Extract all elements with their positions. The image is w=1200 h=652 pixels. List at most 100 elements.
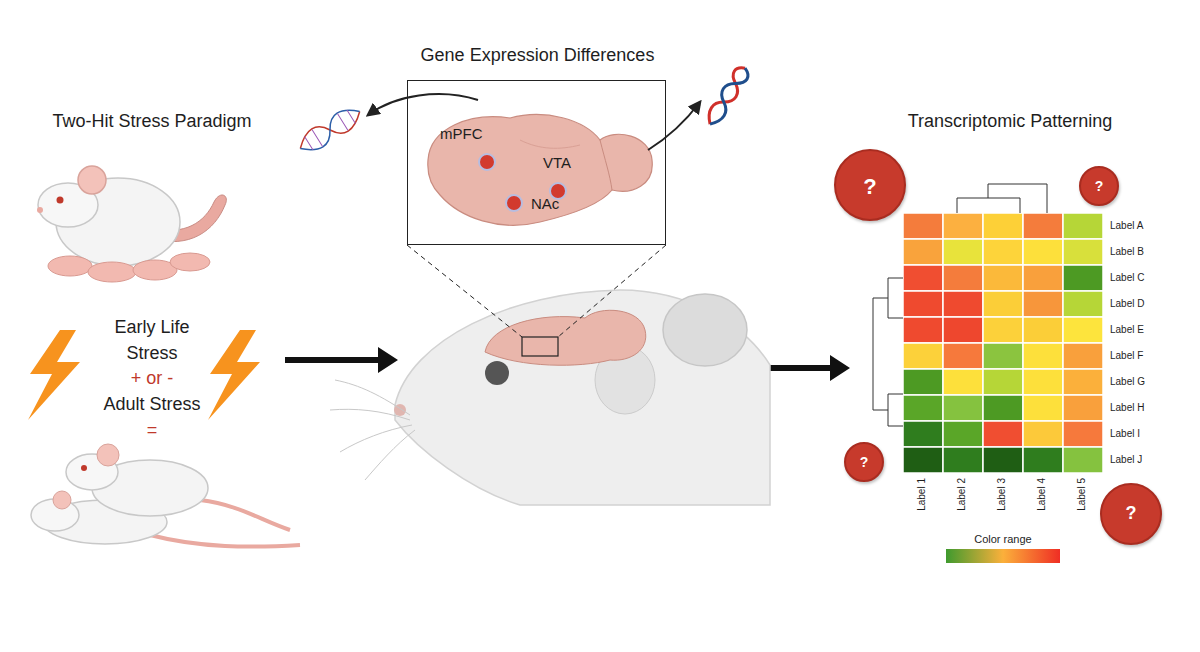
pup (88, 262, 136, 282)
column-label: Label 2 (956, 478, 968, 511)
heatmap-cell (903, 239, 943, 265)
question-mark: ? (836, 174, 904, 200)
heatmap-cell (983, 369, 1023, 395)
question-mark: ? (1102, 503, 1160, 524)
panel-title: Two-Hit Stress Paradigm (2, 110, 302, 132)
panel-title: Transcriptomic Patterning (860, 110, 1160, 132)
heatmap-cell (943, 291, 983, 317)
heatmap-cell (903, 213, 943, 239)
gradient-bar (946, 549, 1060, 563)
question-circle: ? (1079, 166, 1119, 206)
heatmap-cell (1023, 265, 1063, 291)
heatmap-cell (1063, 395, 1103, 421)
heatmap-cell (1063, 343, 1103, 369)
row-label: Label A (1110, 220, 1170, 232)
heatmap-cell (943, 369, 983, 395)
brain-region: NAc (505, 194, 523, 212)
row-label: Label J (1110, 454, 1170, 466)
heatmap-cell (943, 265, 983, 291)
rat-ear (97, 444, 119, 466)
whiskers (330, 380, 415, 480)
rat-ear (53, 491, 71, 509)
column-label: Label 4 (1036, 478, 1048, 511)
heatmap-cell (983, 213, 1023, 239)
heatmap-cell (1063, 239, 1103, 265)
stress-label: Adult Stress (72, 393, 232, 415)
heatmap-cell (1023, 369, 1063, 395)
fighting-rats (31, 444, 300, 547)
heatmap-cell (983, 239, 1023, 265)
heatmap-cell (1063, 291, 1103, 317)
heatmap-cell (1023, 291, 1063, 317)
heatmap-cell (983, 395, 1023, 421)
heatmap-cell (1023, 447, 1063, 473)
dna-icon (295, 103, 365, 158)
legend-text: Color range (940, 532, 1066, 546)
heatmap-cell (1023, 317, 1063, 343)
heatmap-cell (1023, 421, 1063, 447)
pup (170, 253, 210, 271)
flow-arrow (285, 347, 398, 373)
rat-nose (37, 207, 43, 213)
heatmap-cell (903, 369, 943, 395)
lightning-bolt (208, 330, 260, 420)
column-label: Label 3 (996, 478, 1008, 511)
zoom-region (522, 337, 558, 356)
question-circle: ? (834, 149, 906, 221)
question-mark: ? (1081, 178, 1117, 194)
heatmap-cell (983, 291, 1023, 317)
row-label: Label E (1110, 324, 1170, 336)
dna-icon (704, 64, 752, 128)
dna-strand (704, 64, 752, 128)
column-label: Label 1 (916, 478, 928, 511)
question-mark: ? (846, 454, 882, 470)
mouse-brain (485, 310, 646, 365)
heatmap-cell (1023, 239, 1063, 265)
row-label: Label B (1110, 246, 1170, 258)
row-label: Label C (1110, 272, 1170, 284)
question-circle: ? (1100, 483, 1162, 545)
heatmap-cell (1023, 213, 1063, 239)
question-circle: ? (844, 442, 884, 482)
brain-section (428, 114, 652, 225)
mouse-ear (663, 294, 747, 366)
heatmap-cell (1063, 317, 1103, 343)
heatmap-cell (943, 421, 983, 447)
row-label: Label I (1110, 428, 1170, 440)
heatmap-cell (943, 447, 983, 473)
heatmap-cell (943, 317, 983, 343)
head-outline (395, 290, 770, 505)
mouse-eye (485, 361, 509, 385)
rat-eye (81, 465, 87, 471)
heatmap-cell (943, 213, 983, 239)
heatmap-cell (903, 265, 943, 291)
rat-tail (200, 500, 290, 530)
box-heading: Gene Expression Differences (378, 45, 697, 66)
pointer-arrow (368, 94, 478, 115)
heatmap-cell (983, 421, 1023, 447)
heatmap-cell (1023, 395, 1063, 421)
heatmap-cell (983, 447, 1023, 473)
stress-label: Early Life Stress (92, 314, 212, 366)
heatmap-cell (983, 343, 1023, 369)
heatmap-cell (903, 395, 943, 421)
heatmap-cell (1023, 343, 1063, 369)
heatmap-cell (1063, 369, 1103, 395)
dna-strand (295, 103, 365, 158)
heatmap-cell (1063, 265, 1103, 291)
rat-ear (78, 166, 106, 194)
pup (48, 256, 92, 276)
legend-sample (940, 546, 1066, 566)
dna-strand (295, 103, 365, 158)
operator-label: + or - (92, 367, 212, 389)
heatmap-cell (943, 395, 983, 421)
rat-eye (57, 197, 64, 204)
pointer-arrow (648, 102, 700, 150)
row-label: Label H (1110, 402, 1170, 414)
lightning-bolt (28, 330, 80, 420)
heatmap-cell (983, 265, 1023, 291)
mother-rat (37, 166, 226, 282)
row-label: Label G (1110, 376, 1170, 388)
heatmap-cell (1063, 447, 1103, 473)
heatmap (903, 213, 1103, 473)
